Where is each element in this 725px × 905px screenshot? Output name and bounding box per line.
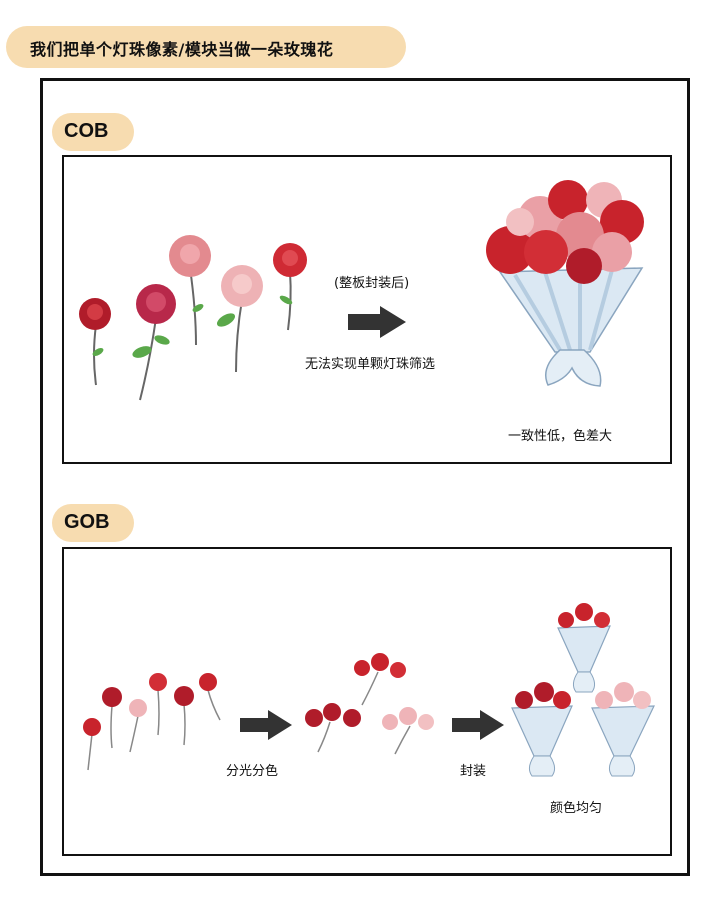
- gob-bouquet-red: [511, 682, 573, 777]
- gob-label: GOB: [64, 511, 110, 533]
- cob-rose-1: [79, 298, 111, 330]
- outer-frame: [40, 78, 690, 876]
- gob-group-red-top: [354, 653, 406, 678]
- gob-group-pink: [382, 707, 434, 730]
- gob-result: 颜色均匀: [550, 801, 603, 816]
- gob-group-red: [305, 703, 361, 727]
- gob-bouquet-top: [557, 603, 611, 693]
- title-highlight: [6, 26, 406, 68]
- gob-label-pill: [52, 504, 134, 542]
- cob-rose-5: [273, 243, 307, 277]
- cob-rose-2: [136, 284, 176, 324]
- cob-caption-top: (整板封装后): [334, 276, 410, 291]
- page-title: 我们把单个灯珠像素/模块当做一朵玫瑰花: [30, 40, 334, 59]
- cob-result: 一致性低，色差大: [508, 429, 613, 444]
- cob-caption-bottom: 无法实现单颗灯珠筛选: [305, 357, 436, 372]
- cob-rose-3: [169, 235, 211, 277]
- cob-label-pill: [52, 113, 134, 151]
- gob-step1: 分光分色: [226, 764, 279, 779]
- gob-arrow-1: [240, 710, 292, 740]
- gob-step2: 封装: [460, 764, 487, 779]
- cob-rose-4: [221, 265, 263, 307]
- cob-arrow: [348, 306, 406, 338]
- gob-arrow-2: [452, 710, 504, 740]
- gob-bouquet-pink: [591, 682, 655, 777]
- cob-label: COB: [64, 120, 109, 142]
